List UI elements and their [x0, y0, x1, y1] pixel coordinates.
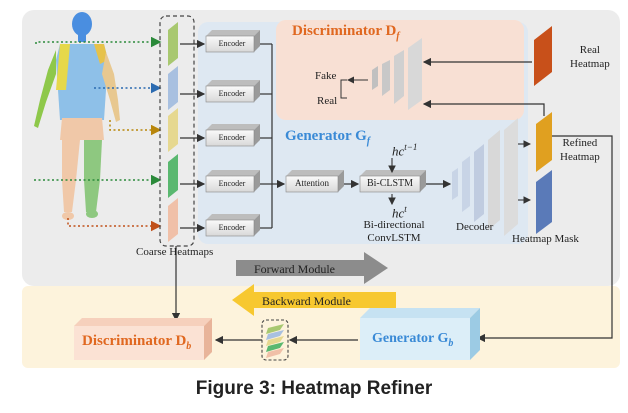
coarse-heatmaps-label: Coarse Heatmaps	[136, 246, 214, 258]
coarse-heatmaps-group	[159, 15, 195, 247]
forward-module-label: Forward Module	[254, 262, 335, 276]
attention-label: Attention	[295, 178, 329, 188]
encoder-label-2: Encoder	[218, 89, 246, 98]
generator-b-title: Generator Gb	[372, 331, 454, 349]
discriminator-b-title: Discriminator Db	[82, 333, 192, 352]
backward-module-arrow	[232, 284, 396, 316]
heatmap-mask-label: Heatmap Mask	[512, 233, 579, 245]
body-connections	[34, 36, 162, 232]
fake-label: Fake	[315, 70, 337, 82]
forward-module-arrow	[236, 252, 388, 284]
generated-heatmap-stack	[266, 324, 284, 358]
decoder-label: Decoder	[456, 221, 494, 233]
coarse-heatmap-stack	[168, 22, 178, 242]
heatmap-mask-shape	[536, 170, 552, 234]
real-heatmap-shape	[534, 26, 552, 86]
heatmap-to-encoder-arrows	[180, 39, 286, 233]
encoder-label-3: Encoder	[218, 133, 246, 142]
discriminator-b-box	[74, 318, 212, 360]
attention-block	[285, 170, 344, 193]
decoder-layers	[452, 118, 518, 236]
bi-clstm-block	[359, 170, 426, 193]
refined-heatmap-shape	[536, 112, 552, 172]
encoder-label-4: Encoder	[218, 179, 246, 188]
encoder-stack	[205, 30, 260, 237]
fake-real-bracket	[340, 79, 347, 99]
discriminator-f-layers	[372, 38, 422, 110]
human-body-figure	[34, 12, 120, 220]
figure-caption: Figure 3: Heatmap Refiner	[195, 378, 433, 399]
encoder-label-1: Encoder	[218, 39, 246, 48]
real-label: Real	[317, 95, 338, 107]
encoder-label-5: Encoder	[218, 223, 246, 232]
generator-b-box	[360, 308, 480, 360]
bi-clstm-label: Bi-CLSTM	[366, 178, 414, 189]
hc-cur-label: hct	[392, 204, 407, 221]
backward-module-label: Backward Module	[262, 294, 351, 308]
discriminator-f-title: Discriminator Df	[292, 23, 400, 42]
generator-f-title: Generator Gf	[285, 128, 371, 147]
hc-prev-label: hct−1	[392, 142, 418, 159]
